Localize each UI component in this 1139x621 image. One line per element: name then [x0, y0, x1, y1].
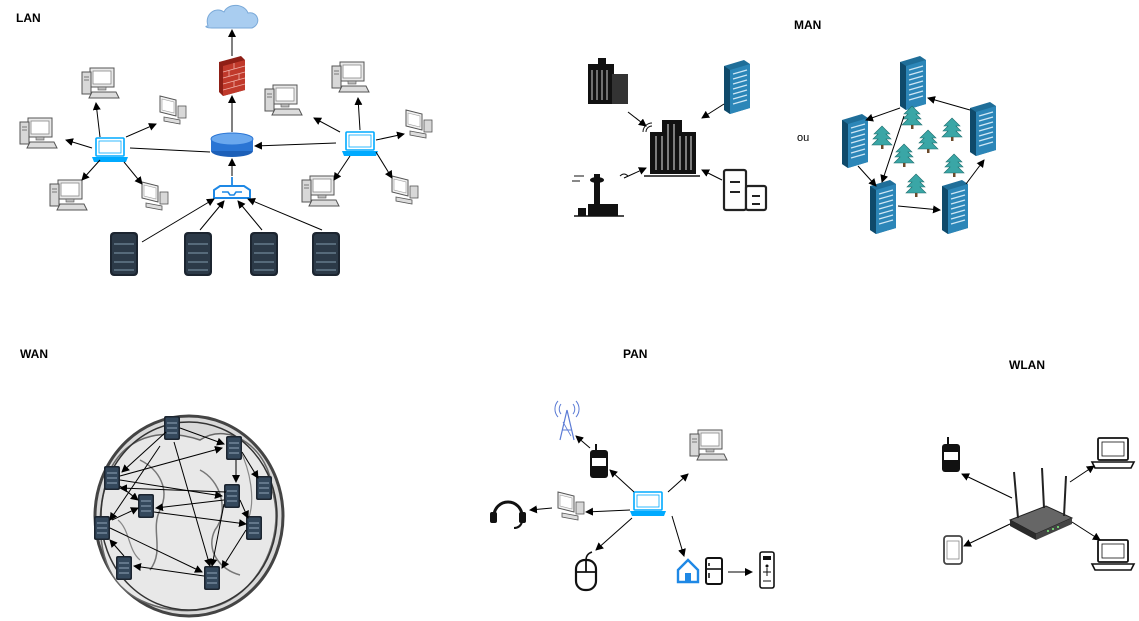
pan-headset-icon — [490, 500, 526, 529]
wlan-laptop-top-icon — [1090, 437, 1136, 469]
wan-server-icon — [225, 435, 243, 461]
lan-cloud-icon — [205, 4, 259, 29]
lan-connections — [65, 29, 405, 243]
router-icon — [213, 177, 251, 199]
man-right-connections — [857, 96, 985, 214]
lan-server-2-icon — [183, 231, 213, 277]
lan-desktop-6-icon — [301, 175, 340, 207]
wlan-connections — [961, 465, 1101, 547]
pan-antenna-icon — [554, 400, 580, 441]
wlan-laptop-bottom-icon — [1090, 539, 1136, 571]
wan-server-icon — [93, 515, 111, 541]
man-label: MAN — [794, 18, 822, 32]
lan-desktop-4-icon — [264, 84, 303, 116]
man-left-connections — [623, 103, 725, 181]
tree-icon — [871, 125, 893, 150]
man-building-right-icon — [969, 101, 997, 157]
lan-desktop-5-icon — [331, 61, 370, 93]
wan-server-icon — [255, 475, 273, 501]
man-building-top-icon — [899, 55, 927, 111]
pan-monitor-icon — [557, 491, 585, 521]
hub-icon — [210, 132, 254, 157]
wan-server-icon — [203, 565, 221, 591]
pan-fridge-icon — [705, 557, 723, 585]
man-office-building-icon — [588, 58, 628, 104]
man-building-left-icon — [841, 113, 869, 169]
lan-server-3-icon — [249, 231, 279, 277]
pan-desktop-icon — [689, 429, 728, 461]
lan-desktop-3-icon — [49, 179, 88, 211]
wlan-smartphone-icon — [943, 535, 963, 565]
tree-icon — [893, 143, 915, 168]
wan-label: WAN — [20, 347, 48, 361]
lan-server-1-icon — [109, 231, 139, 277]
lan-workstation-3-icon — [405, 109, 433, 139]
lan-workstation-1-icon — [159, 95, 187, 125]
wan-server-icon — [163, 415, 181, 441]
lan-desktop-1-icon — [81, 67, 120, 99]
lan-workstation-2-icon — [141, 181, 169, 211]
wan-connections — [109, 427, 259, 577]
tree-icon — [917, 129, 939, 154]
lan-label: LAN — [16, 11, 41, 25]
lan-laptop-left-icon — [91, 137, 129, 163]
tree-icon — [941, 117, 963, 142]
wan-server-icon — [223, 483, 241, 509]
wlan-label: WLAN — [1009, 358, 1045, 372]
tree-icon — [901, 105, 923, 130]
wlan-router-icon — [1008, 467, 1074, 540]
wan-server-icon — [115, 555, 133, 581]
man-blue-tower-icon — [723, 59, 751, 115]
wan-server-icon — [103, 465, 121, 491]
lan-server-4-icon — [311, 231, 341, 277]
man-government-building-icon — [722, 168, 768, 212]
man-tv-tower-icon — [572, 173, 629, 217]
man-building-bottom-right-icon — [941, 179, 969, 235]
man-center-tower-icon — [642, 120, 700, 177]
firewall-icon — [219, 56, 246, 96]
pan-laptop-icon — [629, 491, 667, 517]
pan-mouse-icon — [574, 551, 598, 592]
man-building-bottom-left-icon — [869, 179, 897, 235]
wlan-mobile-phone-icon — [942, 437, 960, 472]
pan-remote-control-icon — [759, 551, 775, 589]
lan-workstation-4-icon — [391, 175, 419, 205]
tree-icon — [943, 153, 965, 178]
pan-connections — [529, 435, 753, 576]
lan-laptop-right-icon — [341, 131, 379, 157]
pan-mobile-phone-icon — [590, 444, 608, 478]
man-or-label: ou — [797, 132, 810, 144]
wan-server-icon — [137, 493, 155, 519]
pan-label: PAN — [623, 347, 648, 361]
tree-icon — [905, 173, 927, 198]
pan-home-icon — [676, 558, 700, 584]
lan-desktop-2-icon — [19, 117, 58, 149]
wan-server-icon — [245, 515, 263, 541]
